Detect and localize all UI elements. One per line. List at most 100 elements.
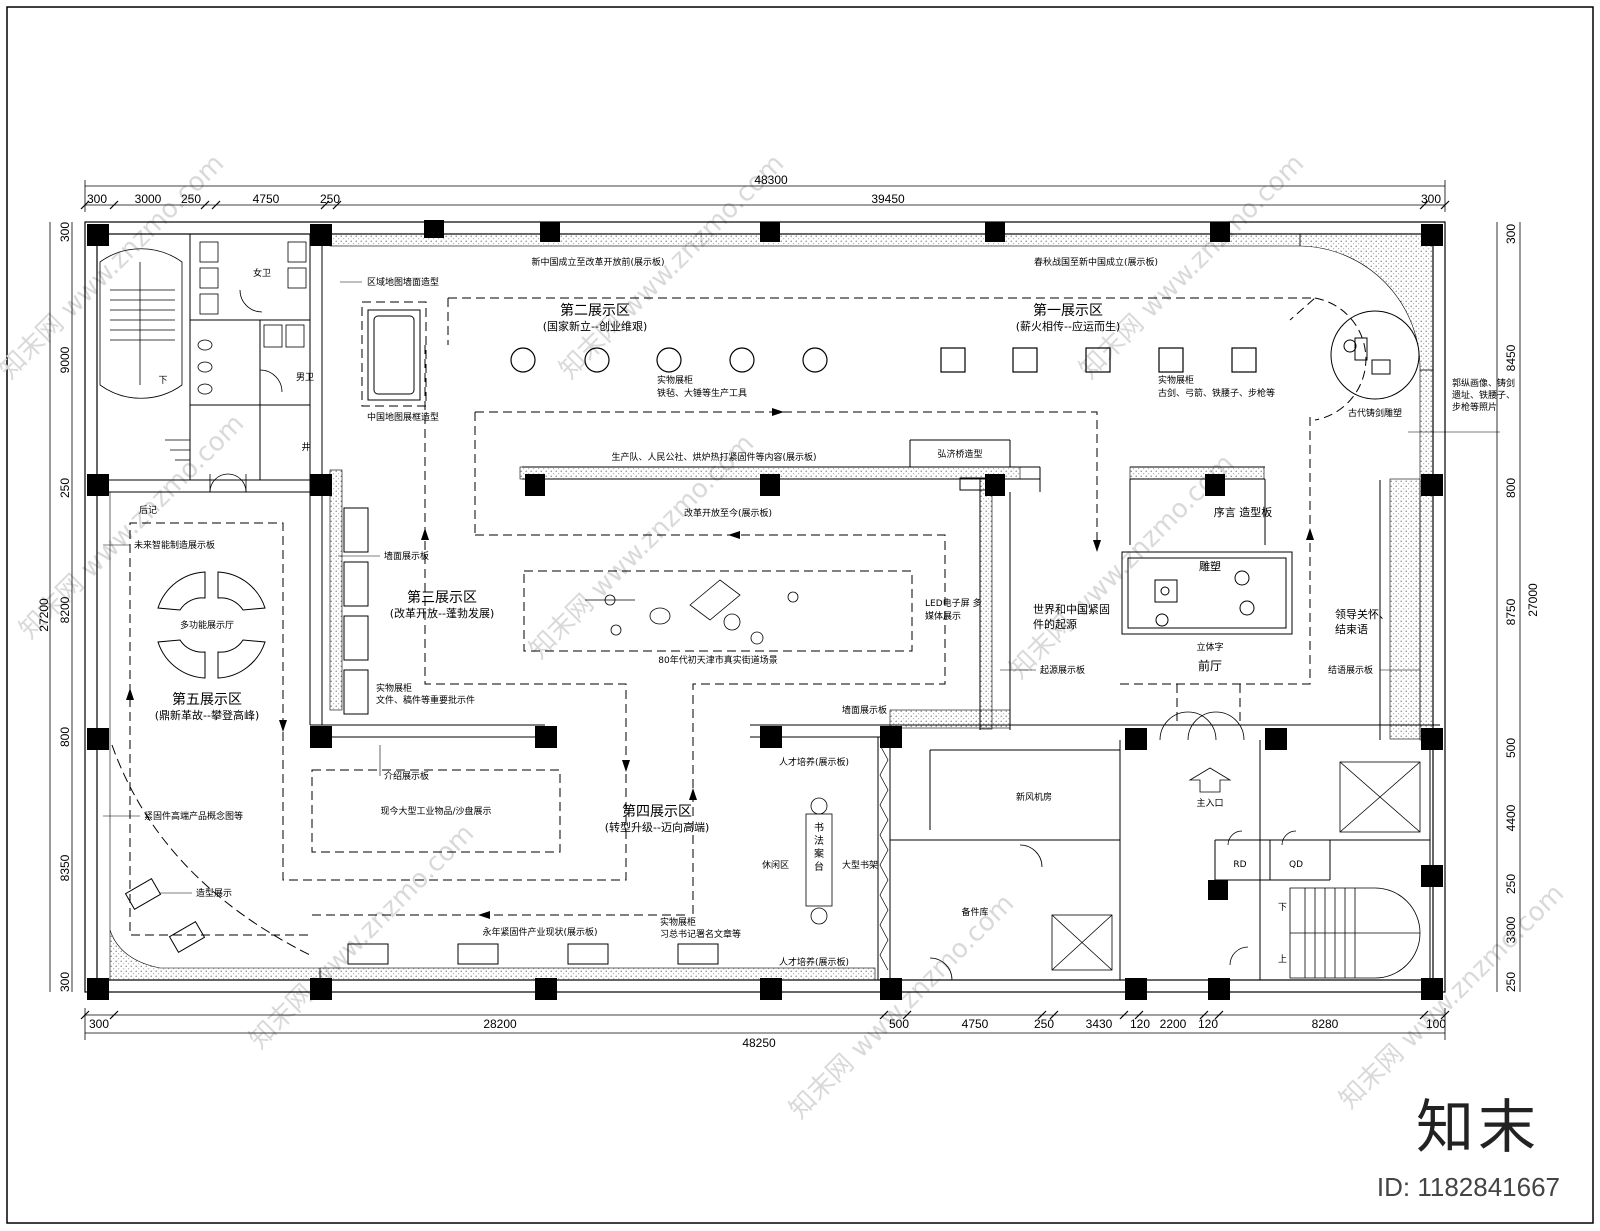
watermark-1: 知末网 www.znzmo.com xyxy=(0,149,230,385)
dim-left-seg-2: 9000 xyxy=(58,346,72,373)
dim-left-seg-3: 250 xyxy=(58,478,72,498)
image-id: ID: 1182841667 xyxy=(1376,1172,1560,1202)
board-top-right: 春秋战国至新中国成立(展示板) xyxy=(1034,256,1158,268)
dim-bottom-total: 48250 xyxy=(742,1036,776,1050)
floor-cabinets-zone4 xyxy=(347,943,719,965)
future-board-label: 未来智能制造展示板 xyxy=(134,539,215,551)
staircase-top-left xyxy=(99,248,190,461)
dim-right-seg-6: 4400 xyxy=(1504,804,1518,831)
dim-left-seg-4: 8200 xyxy=(58,596,72,623)
letters-label: 立体字 xyxy=(1196,641,1223,653)
bridge-label: 弘济桥造型 xyxy=(937,448,982,460)
shaft-label: 井 xyxy=(301,441,310,453)
mens-restroom-label: 男卫 xyxy=(296,372,314,383)
zone1-subtitle: (薪火相传--应运而生) xyxy=(1016,319,1121,333)
zone4-subtitle: (转型升级--迈向高端) xyxy=(605,820,710,834)
sculpture-label: 古代铸剑雕塑 xyxy=(1348,407,1402,419)
dim-bottom-seg-6: 3430 xyxy=(1086,1017,1113,1031)
zone2-title: 第二展示区 xyxy=(560,302,630,319)
dashed-zone-paths xyxy=(129,297,1367,936)
elevator-1 xyxy=(1339,761,1421,833)
sculpture-center-label: 雕塑 xyxy=(1199,559,1221,573)
dim-right-seg-7: 250 xyxy=(1504,874,1518,894)
stair-up-label: 上 xyxy=(1278,954,1287,965)
preface-board: 序言 造型板 xyxy=(1214,505,1273,519)
zone3-subtitle: (改革开放--蓬勃发展) xyxy=(390,606,495,620)
cabinet-xi-label-b: 习总书记署名文章等 xyxy=(660,928,741,940)
dim-left-seg-6: 8350 xyxy=(58,854,72,881)
dim-bottom-seg-11: 100 xyxy=(1426,1017,1446,1031)
leaders-label-box: 领导关怀、结束语 xyxy=(1335,608,1390,636)
dimension-ticks xyxy=(80,200,1450,1020)
bookshelf-label: 大型书架 xyxy=(842,859,878,871)
womens-restroom-label: 女卫 xyxy=(253,267,271,279)
sculpture-circle xyxy=(1330,310,1420,400)
dim-bottom-seg-5: 250 xyxy=(1034,1017,1054,1031)
photos-label-box: 郭纵画像、铸剑遗址、铁腰子、步枪等照片 xyxy=(1452,379,1516,413)
industrial-label: 现今大型工业物品/沙盘展示 xyxy=(380,805,491,817)
dim-left-total: 27200 xyxy=(37,598,51,632)
dim-right-seg-1: 300 xyxy=(1504,224,1518,244)
entrance-label: 主入口 xyxy=(1196,797,1223,809)
cabinet-z1-label-b: 古剑、弓箭、铁腰子、步枪等 xyxy=(1158,387,1275,399)
led-label: LED电子屏 多媒体展示 xyxy=(925,599,982,622)
zone5-title: 第五展示区 xyxy=(172,691,242,708)
dim-bottom-seg-8: 2200 xyxy=(1160,1017,1187,1031)
dim-right-seg-4: 8750 xyxy=(1504,598,1518,625)
talent-board-top: 人才培养(展示板) xyxy=(779,756,849,768)
dim-bottom-seg-4: 4750 xyxy=(962,1017,989,1031)
dim-bottom-seg-7: 120 xyxy=(1130,1017,1150,1031)
cabinet-z2-label-b: 铁毡、大锤等生产工具 xyxy=(657,387,747,399)
drawing-frame xyxy=(6,6,1594,1224)
dim-right-seg-2: 8450 xyxy=(1504,344,1518,371)
doors-restroom xyxy=(209,473,247,493)
dimension-lines xyxy=(49,180,1521,1040)
dim-top-seg-5: 250 xyxy=(320,192,340,206)
dim-left-seg-1: 300 xyxy=(58,222,72,242)
zone1-title: 第一展示区 xyxy=(1033,302,1103,319)
dim-left-seg-5: 800 xyxy=(58,727,72,747)
bookshelf-truss xyxy=(879,744,889,971)
dim-top-seg-3: 250 xyxy=(181,192,201,206)
led-label-box: LED电子屏 多媒体展示 xyxy=(925,599,982,622)
storage-label: 备件库 xyxy=(961,906,988,918)
dim-right-total: 27000 xyxy=(1526,583,1540,617)
dim-right-seg-9: 250 xyxy=(1504,972,1518,992)
calligraphy-label: 书法案台 xyxy=(814,823,824,873)
preface-sculpture xyxy=(1121,551,1293,635)
lobby-label: 前厅 xyxy=(1198,658,1222,673)
flow-arrows xyxy=(126,408,1314,919)
stair-down-label: 下 xyxy=(158,376,167,386)
dim-top-seg-4: 4750 xyxy=(253,192,280,206)
map-wall-label: 区域地图墙面造型 xyxy=(367,276,439,288)
zone2-subtitle: (国家新立--创业维艰) xyxy=(543,319,648,333)
leaders-label: 领导关怀、结束语 xyxy=(1335,608,1390,636)
dim-bottom-seg-9: 120 xyxy=(1198,1017,1218,1031)
yongnian-board: 永年紧固件产业现状(展示板) xyxy=(482,926,597,938)
dim-bottom-seg-10: 8280 xyxy=(1312,1017,1339,1031)
qd-label: QD xyxy=(1289,860,1303,870)
street-scene-props xyxy=(585,579,799,645)
shape-label: 造型展示 xyxy=(196,887,232,899)
room-doors xyxy=(929,830,1297,981)
world-label: 世界和中国紧固件的起源 xyxy=(1033,603,1110,631)
dim-top-total: 48300 xyxy=(754,173,788,187)
dim-left-seg-7: 300 xyxy=(58,972,72,992)
exterior-walls xyxy=(84,221,1446,993)
dim-bottom-seg-1: 300 xyxy=(89,1017,109,1031)
round-cabinets-zone2 xyxy=(510,347,828,373)
dim-top-seg-6: 39450 xyxy=(871,192,905,206)
chairs xyxy=(810,797,828,925)
structural-columns xyxy=(87,220,1443,1000)
map-frame-label: 中国地图展框造型 xyxy=(367,411,439,423)
cabinet-docs-label-a: 实物展柜 xyxy=(376,682,412,694)
hall-tables xyxy=(157,571,266,679)
entrance-doors xyxy=(1159,711,1245,793)
map-frame xyxy=(367,309,421,401)
dim-top-seg-7: 300 xyxy=(1421,192,1441,206)
photos-label: 郭纵画像、铸剑遗址、铁腰子、步枪等照片 xyxy=(1452,379,1516,413)
hall-label: 多功能展示厅 xyxy=(180,619,234,631)
zone3-title: 第三展示区 xyxy=(407,589,477,606)
high-end-label: 紧固件高端产品概念图等 xyxy=(144,810,243,822)
